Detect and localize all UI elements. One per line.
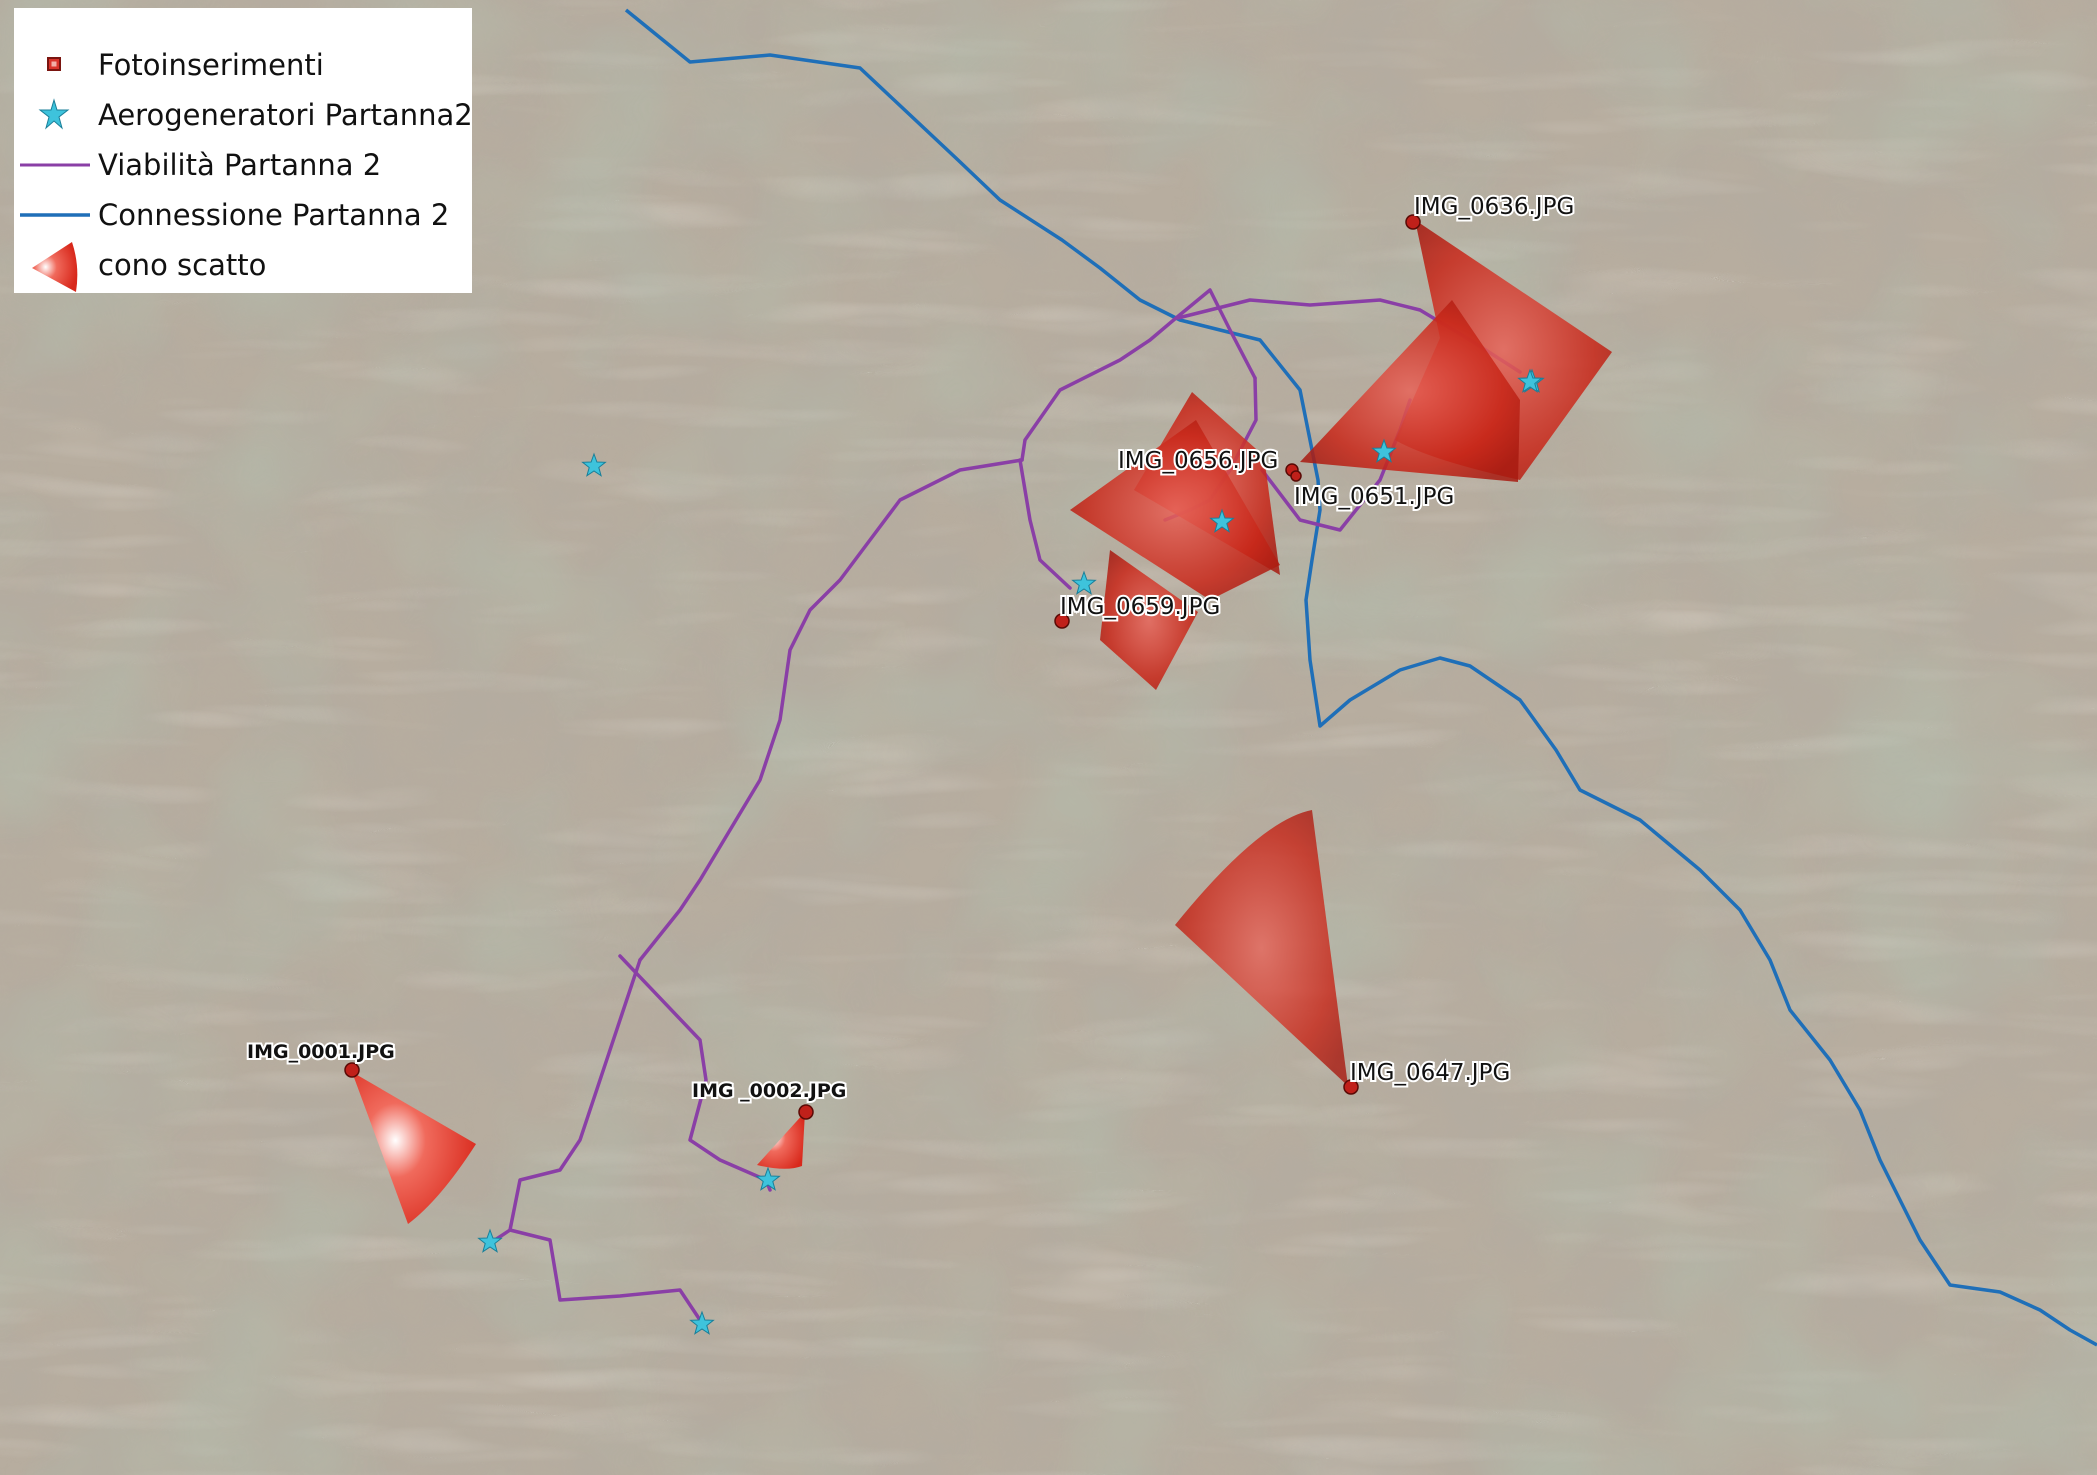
photo-point-0659[interactable] (1054, 613, 1070, 629)
legend-label: Fotoinserimenti (98, 48, 324, 82)
photo-label-0656: IMG_0656.JPG (1118, 448, 1278, 474)
photo-points: IMG_0636.JPG IMG_0656.JPG IMG_0651.JPG I… (245, 192, 1576, 1120)
legend-item-aerogeneratori: Aerogeneratori Partanna2 (14, 90, 473, 140)
photo-label-0002: IMG _0002.JPG (692, 1080, 846, 1102)
turbine-star-icon[interactable] (689, 1310, 715, 1335)
legend-label: Viabilità Partanna 2 (98, 148, 382, 182)
photo-point-0002[interactable] (798, 1104, 814, 1120)
photo-label-0636: IMG_0636.JPG (1414, 194, 1574, 220)
connection-line (624, 8, 2097, 1347)
legend-label: Connessione Partanna 2 (98, 198, 450, 232)
photo-label-0659: IMG_0659.JPG (1060, 594, 1220, 620)
wind-turbines (477, 368, 1545, 1335)
photo-label-0647: IMG_0647.JPG (1350, 1060, 1510, 1086)
square-point-icon (47, 57, 61, 71)
legend-item-cono-scatto: cono scatto (14, 240, 472, 292)
cone-icon (32, 242, 78, 292)
turbine-star-icon[interactable] (581, 452, 607, 477)
turbine-star-icon[interactable] (1371, 438, 1397, 463)
photo-point-0647[interactable] (1343, 1079, 1359, 1095)
legend-label: cono scatto (98, 248, 267, 282)
legend-item-viabilita: Viabilità Partanna 2 (14, 140, 472, 190)
legend-item-fotoinserimenti: Fotoinserimenti (14, 40, 472, 90)
star-icon (38, 98, 70, 130)
turbine-star-icon[interactable] (1517, 368, 1543, 393)
turbine-star-icon[interactable] (755, 1166, 781, 1191)
photo-label-0001: IMG_0001.JPG (247, 1041, 395, 1063)
turbine-star-icon[interactable] (1209, 508, 1235, 533)
photo-point-0001[interactable] (344, 1062, 360, 1078)
turbine-star-icon[interactable] (1071, 570, 1097, 595)
photo-point-0651[interactable] (1290, 470, 1302, 482)
photo-label-0651: IMG_0651.JPG (1294, 484, 1454, 510)
photo-point-0636[interactable] (1405, 214, 1421, 230)
legend-item-connessione: Connessione Partanna 2 (14, 190, 472, 240)
line-icon (20, 163, 90, 167)
view-cone-0659b (1100, 550, 1198, 690)
legend-label: Aerogeneratori Partanna2 (98, 98, 473, 132)
view-cone-0001 (352, 1072, 476, 1224)
view-cone-0659 (1070, 420, 1280, 600)
turbine-star-icon[interactable] (477, 1228, 503, 1253)
map-legend: Fotoinserimenti Aerogeneratori Partanna2… (14, 8, 473, 293)
line-icon (20, 213, 90, 217)
view-cones (352, 220, 1612, 1224)
view-cone-0651 (1300, 300, 1520, 482)
view-cone-0002 (757, 1112, 805, 1169)
view-cone-0647 (1175, 810, 1348, 1086)
